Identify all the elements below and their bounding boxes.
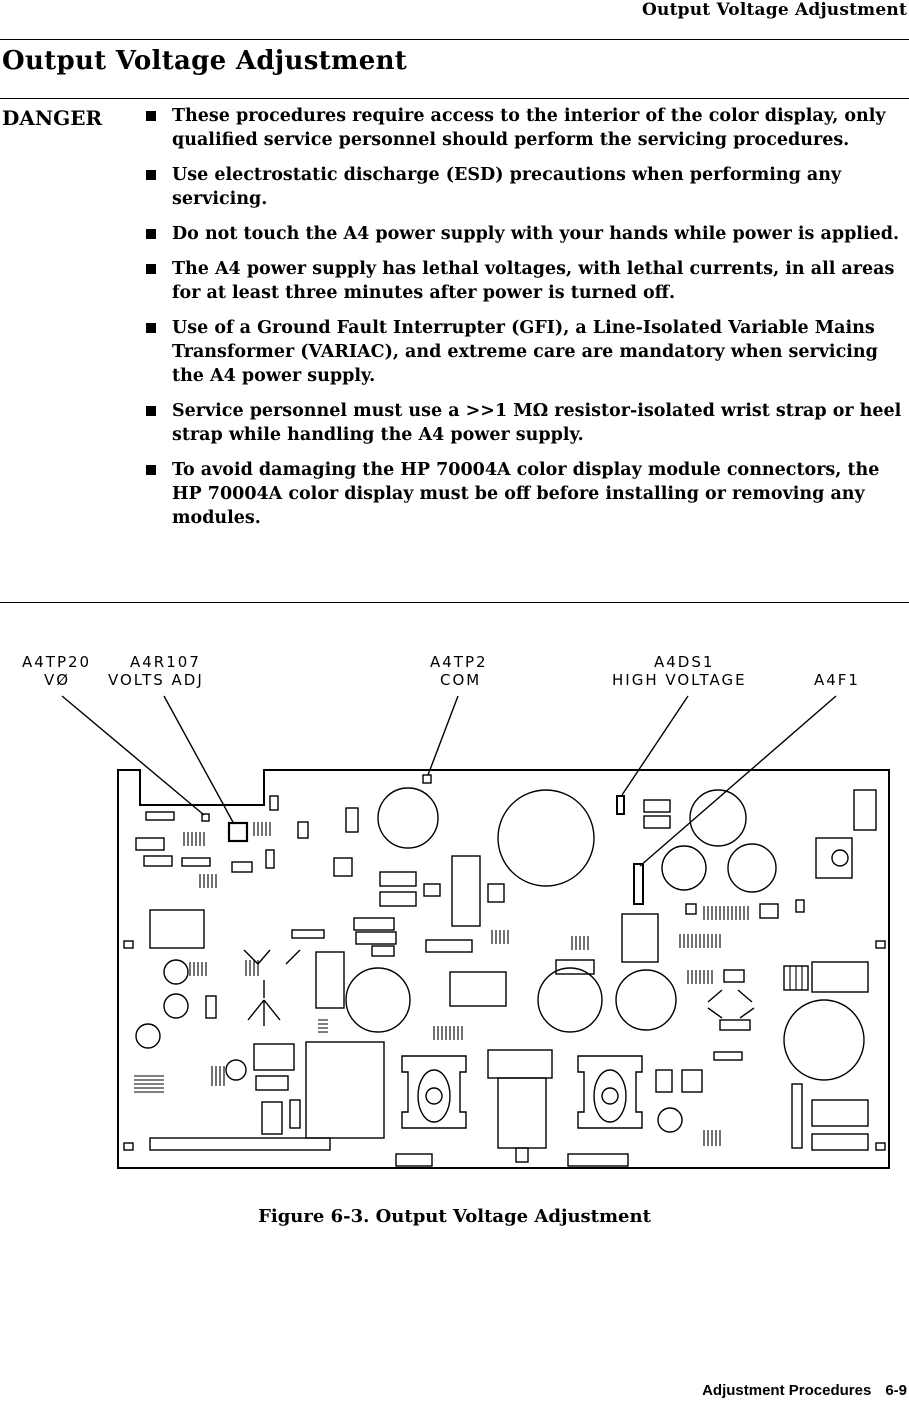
danger-item: To avoid damaging the HP 70004A color di… [146, 458, 906, 530]
f1-fuse [633, 863, 644, 905]
header-rule [0, 39, 909, 40]
page-number: 6-9 [885, 1382, 907, 1399]
callout-a4f1-label: A4F1 [814, 671, 860, 689]
section-title: Output Voltage Adjustment [2, 46, 408, 76]
resistor-arrays [134, 822, 803, 1146]
bullet-square-icon [146, 264, 156, 274]
danger-item: Do not touch the A4 power supply with yo… [146, 222, 906, 246]
figure-caption: Figure 6-3. Output Voltage Adjustment [258, 1206, 651, 1227]
danger-list: These procedures require access to the i… [146, 104, 906, 541]
callout-a4ds1-sub: HIGH VOLTAGE [612, 671, 747, 689]
danger-top-rule [0, 98, 909, 99]
callout-a4r107-label: A4R107 [130, 653, 201, 671]
board-outline [117, 769, 890, 1169]
callout-a4tp20-label: A4TP20 [22, 653, 91, 671]
danger-item: Use of a Ground Fault Interrupter (GFI),… [146, 316, 906, 388]
danger-bottom-rule [0, 602, 909, 603]
bullet-square-icon [146, 465, 156, 475]
mounting-tabs [123, 940, 886, 1151]
components [135, 789, 877, 1167]
callout-a4tp2-sub: COM [440, 671, 481, 689]
footer-section: Adjustment Procedures [702, 1382, 872, 1399]
bullet-square-icon [146, 323, 156, 333]
bullet-square-icon [146, 406, 156, 416]
bullet-square-icon [146, 170, 156, 180]
danger-item: Use electrostatic discharge (ESD) precau… [146, 163, 906, 211]
circuit-board-figure: A4TP20 VØ A4R107 VOLTS ADJ A4TP2 COM A4D… [22, 653, 890, 1169]
bullet-square-icon [146, 111, 156, 121]
r107-adjust [227, 821, 249, 843]
danger-item: The A4 power supply has lethal voltages,… [146, 257, 906, 305]
leader-lines [61, 695, 837, 867]
bullet-square-icon [146, 229, 156, 239]
callout-a4r107-sub: VOLTS ADJ [108, 671, 204, 689]
callout-a4tp20-sub: VØ [44, 671, 70, 689]
danger-label: DANGER [2, 106, 103, 130]
tp2-testpoint [422, 774, 432, 784]
page-footer: Adjustment Procedures 6-9 [702, 1382, 907, 1399]
capacitors [135, 787, 865, 1133]
heatsinks [243, 849, 849, 1129]
running-header: Output Voltage Adjustment [642, 0, 907, 20]
callout-a4ds1-label: A4DS1 [654, 653, 714, 671]
ds1-lamp [616, 795, 625, 815]
callout-a4tp2-label: A4TP2 [430, 653, 488, 671]
danger-item: These procedures require access to the i… [146, 104, 906, 152]
tp20-testpoint [201, 813, 210, 822]
danger-item: Service personnel must use a >>1 MΩ resi… [146, 399, 906, 447]
